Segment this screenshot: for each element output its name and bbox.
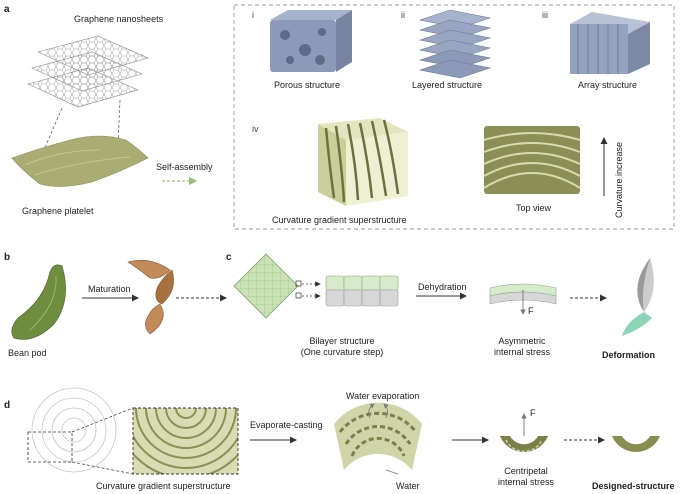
twisted-pod-shape [127,259,174,335]
array-structure-label: Array structure [578,80,638,90]
casting-fan [334,402,422,470]
graphene-platelet-shape [11,135,149,187]
twisted-strip [622,258,654,336]
layered-structure-label: Layered structure [412,80,483,90]
centripetal-fan [500,436,548,452]
curvature-superstructure-label: Curvature gradient superstructure [272,215,407,225]
roman-iv: iv [252,124,259,134]
panel-label-a: a [4,4,10,15]
panel-label-c: c [226,252,232,263]
designed-structure-label: Designed-structure [592,481,675,491]
panel-label-b: b [4,252,11,263]
graphene-platelet-label: Graphene platelet [22,206,94,216]
centripetal-label-2: internal stress [497,477,555,487]
bean-pod-shape [11,264,66,340]
water-evaporation-label: Water evaporation [346,391,420,401]
zoomed-arcs [132,407,239,475]
porous-structure-illustration [270,10,352,72]
maturation-label: Maturation [88,284,131,294]
dehydration-label: Dehydration [418,282,467,292]
bilayer-cells [325,275,399,307]
layered-structure-illustration [418,9,492,79]
force-label-c: F [528,306,534,316]
asymmetric-label-1: Asymmetric [498,336,546,346]
force-label-d: F [530,408,536,418]
roman-i: i [252,10,254,20]
curvature-superstructure-illustration [318,118,408,206]
top-view-illustration [483,126,581,194]
selection-box [27,431,73,463]
concentric-circles [31,387,117,473]
bilayer-grid-square [233,253,299,319]
graphene-nanosheets-illustration [27,35,149,108]
water-label: Water [396,481,420,491]
evaporate-casting-label: Evaporate-casting [250,420,323,430]
curvature-increase-label: Curvature increase [614,141,624,218]
self-assembly-label: Self-assembly [156,162,213,172]
deformation-label: Deformation [602,350,656,360]
designed-structure-shape [612,436,660,453]
centripetal-label-1: Centripetal [504,466,548,476]
top-view-label: Top view [516,203,552,213]
bilayer-structure-label-2: (One curvature step) [300,347,384,357]
asymmetric-label-2: internal stress [493,347,551,357]
graphene-nanosheets-label: Graphene nanosheets [74,14,164,24]
panel-label-d: d [4,400,11,411]
curvature-superstructure-label-d: Curvature gradient superstructure [96,481,231,491]
bilayer-structure-label-1: Bilayer structure [309,336,375,346]
structures-box [233,4,675,230]
bean-pod-label: Bean pod [8,348,47,358]
porous-structure-label: Porous structure [274,80,341,90]
zoom-line-right [117,99,121,147]
roman-iii: iii [542,10,548,20]
array-structure-illustration [570,12,650,74]
zoom-line-left [43,107,63,151]
roman-ii: ii [401,10,405,20]
